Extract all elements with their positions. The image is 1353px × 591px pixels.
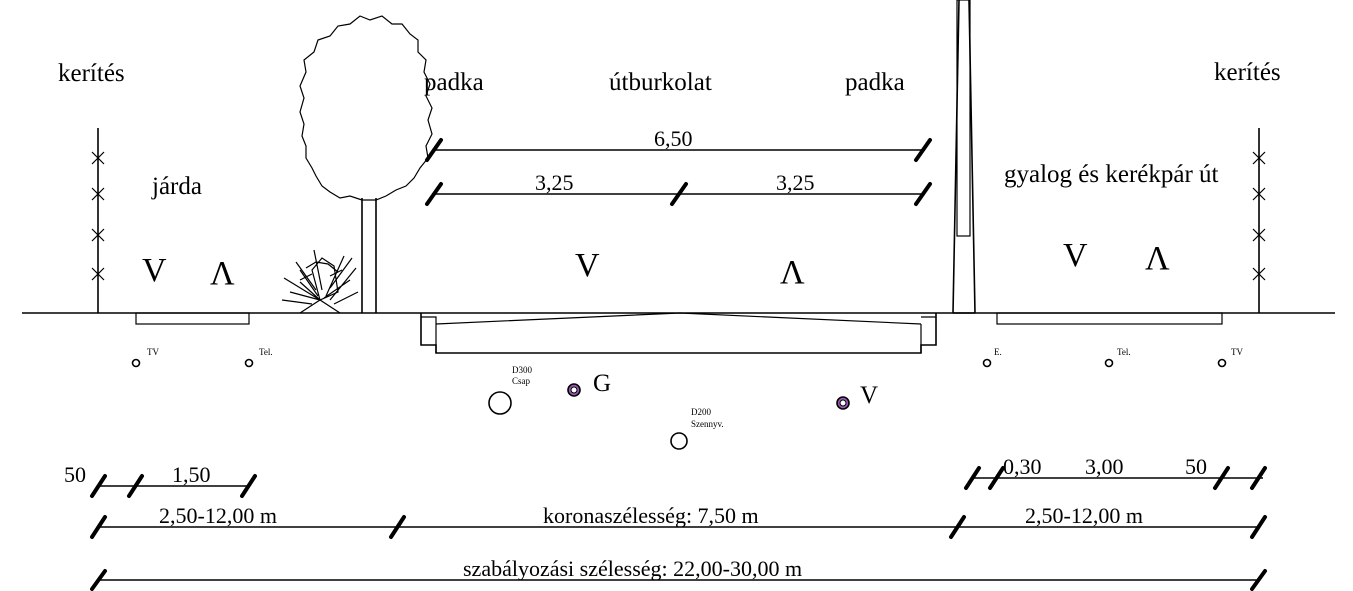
label-sidewalk: járda: [151, 173, 202, 200]
sidewalk-slab: [135, 312, 250, 325]
svg-text:Tel.: Tel.: [259, 347, 273, 357]
label-fence-right: kerítés: [1214, 59, 1281, 86]
road-body: [420, 312, 937, 354]
svg-text:2,50-12,00 m: 2,50-12,00 m: [1025, 503, 1143, 528]
sewer-d200: [670, 432, 688, 450]
label-shoulder-right: padka: [845, 69, 905, 96]
tree-icon: [299, 15, 433, 313]
dimension-right-path: 0,30 3,00 50: [964, 454, 1267, 490]
bike-direction-up: Λ: [1145, 240, 1170, 277]
svg-text:1,50: 1,50: [172, 462, 211, 487]
tel-cable-right: [1104, 358, 1114, 368]
tv-cable-right: [1217, 358, 1227, 368]
svg-text:TV: TV: [147, 347, 159, 357]
svg-text:D300: D300: [512, 365, 532, 375]
svg-text:3,25: 3,25: [535, 170, 574, 195]
svg-text:V: V: [860, 382, 878, 409]
svg-text:szabályozási szélesség: 22,00-: szabályozási szélesség: 22,00-30,00 m: [463, 556, 802, 581]
label-bike-path: gyalog és kerékpár út: [1004, 161, 1219, 188]
svg-text:50: 50: [1185, 454, 1207, 479]
svg-text:Tel.: Tel.: [1117, 347, 1131, 357]
tel-cable-left: [244, 358, 254, 368]
dimension-top-total: 6,50: [425, 126, 932, 162]
svg-text:50: 50: [64, 462, 86, 487]
svg-text:0,30: 0,30: [1003, 454, 1042, 479]
bike-path-slab: [996, 312, 1223, 325]
svg-text:Szennyv.: Szennyv.: [691, 419, 724, 429]
svg-text:TV: TV: [1231, 347, 1243, 357]
svg-text:3,00: 3,00: [1085, 454, 1124, 479]
label-shoulder-left: padka: [424, 69, 484, 96]
svg-text:G: G: [593, 370, 611, 397]
label-fence-left: kerítés: [58, 60, 125, 87]
tv-cable-left: [131, 358, 141, 368]
light-pole-icon: [952, 0, 976, 314]
svg-text:Csap: Csap: [512, 376, 531, 386]
water-main-d300: [488, 391, 512, 415]
svg-text:6,50: 6,50: [654, 126, 693, 151]
svg-text:3,25: 3,25: [776, 170, 815, 195]
electric-cable-right: [982, 358, 992, 368]
road-direction-up: Λ: [780, 254, 805, 291]
svg-text:koronaszélesség: 7,50 m: koronaszélesség: 7,50 m: [543, 503, 759, 528]
road-direction-down: V: [575, 247, 600, 284]
sidewalk-direction-down: V: [142, 252, 167, 289]
label-pavement: útburkolat: [609, 69, 712, 96]
bush-icon: [281, 249, 359, 314]
sidewalk-direction-up: Λ: [210, 255, 235, 292]
dimension-top-halves: 3,25 3,25: [425, 170, 932, 206]
svg-text:D200: D200: [691, 407, 711, 417]
fence-right: [1252, 128, 1266, 313]
dimension-left-sidewalk: 50 1,50: [64, 462, 257, 498]
dimension-regulation: szabályozási szélesség: 22,00-30,00 m: [90, 556, 1267, 591]
fence-left: [91, 128, 105, 313]
bike-direction-down: V: [1063, 237, 1088, 274]
svg-text:2,50-12,00 m: 2,50-12,00 m: [159, 503, 277, 528]
svg-text:E.: E.: [994, 347, 1002, 357]
dimension-widths: 2,50-12,00 m koronaszélesség: 7,50 m 2,5…: [90, 503, 1267, 539]
utilities: TV Tel. E. Tel. TV D300 Csap G D200 Szen…: [131, 347, 1243, 450]
